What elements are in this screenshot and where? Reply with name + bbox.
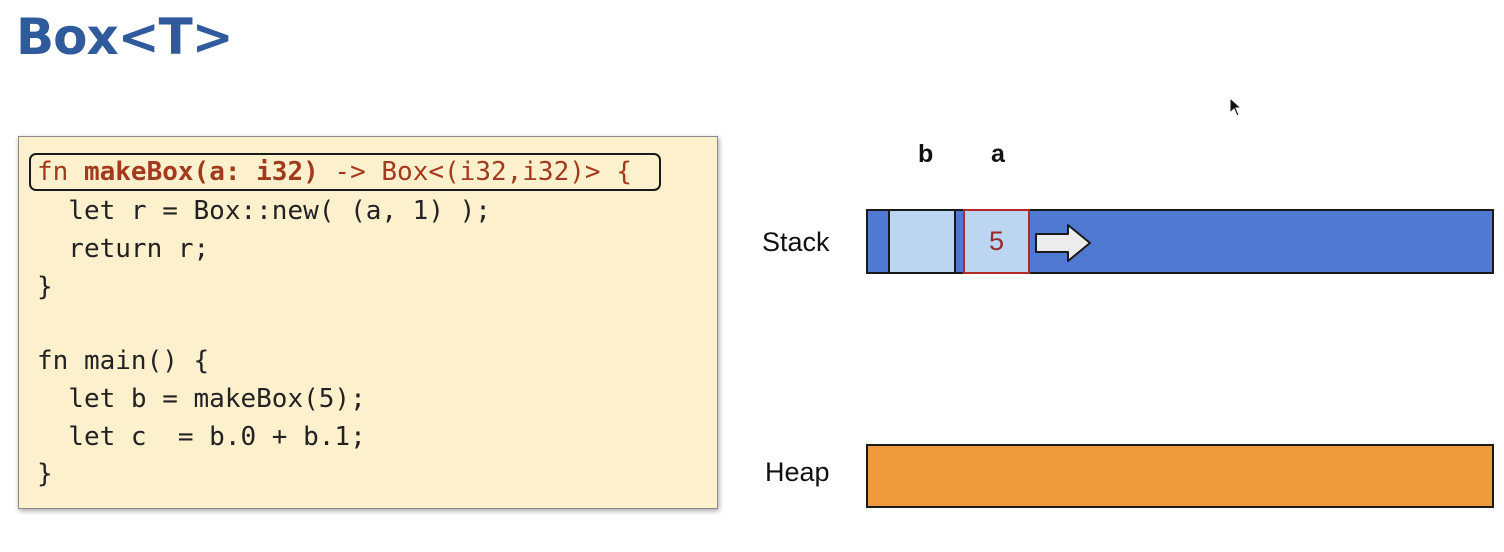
code-line: } xyxy=(37,272,53,302)
code-return-type: -> Box<(i32,i32)> xyxy=(318,157,601,187)
code-line: let c = b.0 + b.1; xyxy=(37,422,366,452)
slide-title: Box<T> xyxy=(16,8,234,66)
code-line-signature: fn makeBox(a: i32) -> Box<(i32,i32)> { xyxy=(37,153,632,191)
code-line: return r; xyxy=(37,234,210,264)
var-label-a: a xyxy=(991,140,1005,168)
right-arrow-icon xyxy=(1035,224,1091,262)
code-line: } xyxy=(37,459,53,489)
code-line: let b = makeBox(5); xyxy=(37,384,366,414)
heap-label: Heap xyxy=(765,457,830,487)
code-function-name: makeBox(a: i32) xyxy=(83,157,319,187)
stack-slot-a: 5 xyxy=(963,209,1030,274)
code-line: fn main() { xyxy=(37,346,210,376)
code-panel: fn makeBox(a: i32) -> Box<(i32,i32)> { l… xyxy=(18,136,718,509)
code-open-brace: { xyxy=(600,157,632,187)
code-keyword-fn: fn xyxy=(37,157,84,187)
stack-slot-b xyxy=(888,211,956,272)
var-label-b: b xyxy=(918,140,934,168)
code-line: let r = Box::new( (a, 1) ); xyxy=(37,196,491,226)
heap-bar xyxy=(866,444,1494,508)
signature-highlight-box xyxy=(29,153,661,191)
stack-bar xyxy=(866,209,1494,274)
stack-label: Stack xyxy=(762,227,830,257)
mouse-cursor-icon xyxy=(1229,97,1243,117)
